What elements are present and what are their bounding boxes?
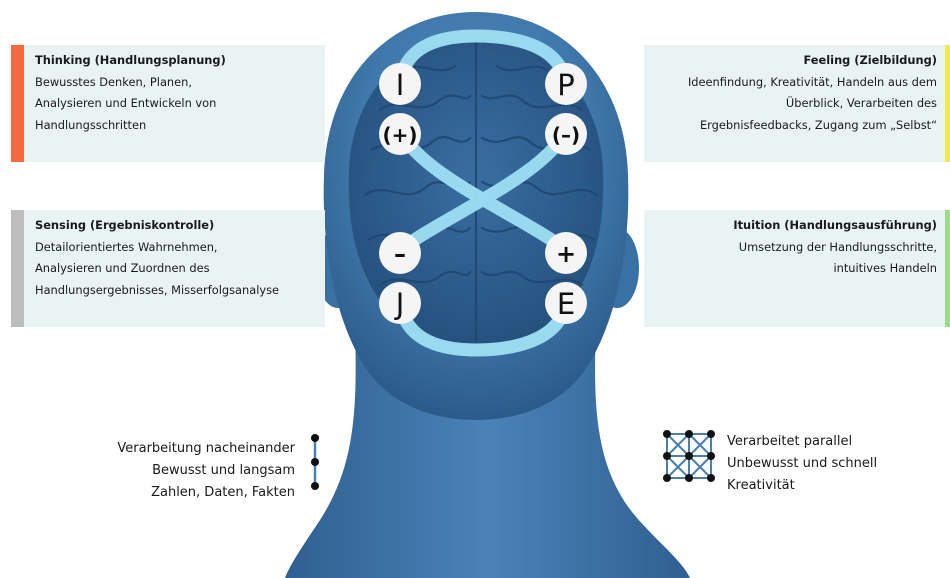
legend-sequential: Verarbeitung nacheinander Bewusst und la… [117,438,295,504]
legend-parallel-line: Kreativität [727,478,795,493]
feeling-color-bar [945,45,950,162]
legend-sequential-line: Zahlen, Daten, Fakten [151,485,295,500]
node-plus: + [545,232,587,274]
legend-parallel: Verarbeitet parallel Unbewusst und schne… [727,431,877,497]
legend-parallel-line: Verarbeitet parallel [727,434,853,449]
legend-sequential-line: Bewusst und langsam [152,463,295,478]
intuition-line: Umsetzung der Handlungsschritte, [738,239,937,254]
svg-text:+: + [556,240,576,268]
intuition-title: Ituition (Handlungsausführung) [733,218,937,232]
thinking-title: Thinking (Handlungsplanung) [35,53,226,67]
intuition-line: intuitives Handeln [833,261,937,275]
feeling-title: Feeling (Zielbildung) [803,53,937,67]
sensing-line: Handlungsergebnisses, Misserfolgsanalyse [35,282,280,297]
panel-intuition: Ituition (Handlungsausführung) Umsetzung… [644,210,950,327]
sensing-line: Analysieren und Zuordnen des [35,261,210,275]
svg-text:P: P [557,68,575,102]
legend-sequential-line: Verarbeitung nacheinander [117,441,295,456]
panel-thinking: Thinking (Handlungsplanung) Bewusstes De… [11,45,325,162]
svg-text:I: I [396,68,405,102]
sensing-color-bar [11,210,24,327]
panel-feeling: Feeling (Zielbildung) Ideenfindung, Krea… [644,45,950,162]
sensing-title: Sensing (Ergebniskontrolle) [35,218,215,232]
node-j: J [379,282,421,324]
thinking-color-bar [11,45,24,162]
panel-sensing: Sensing (Ergebniskontrolle) Detailorient… [11,210,325,327]
node-i: I [379,63,421,105]
svg-text:(+): (+) [382,123,417,147]
node-minus-paren: (–) [545,113,587,155]
svg-text:J: J [394,287,405,321]
parallel-network-icon [663,430,715,482]
feeling-line: Ideenfindung, Kreativität, Handeln aus d… [687,74,937,89]
sensing-line: Detailorientiertes Wahrnehmen, [35,239,218,254]
intuition-color-bar [945,210,950,327]
feeling-line: Ergebnisfeedbacks, Zugang zum „Selbst“ [699,117,937,132]
node-p: P [545,63,587,105]
sequential-icon [311,434,319,490]
node-minus: – [379,232,421,274]
neck-shoulders [285,330,690,578]
svg-text:–: – [394,240,406,268]
thinking-line: Analysieren und Entwickeln von [35,96,217,110]
node-plus-paren: (+) [379,113,421,155]
thinking-line: Handlungsschritten [35,117,147,132]
node-e: E [545,282,587,324]
svg-text:(–): (–) [552,123,580,147]
thinking-line: Bewusstes Denken, Planen, [35,74,192,89]
legend-parallel-line: Unbewusst und schnell [727,456,878,471]
svg-text:E: E [557,287,575,321]
feeling-line: Überblick, Verarbeiten des [785,96,937,110]
